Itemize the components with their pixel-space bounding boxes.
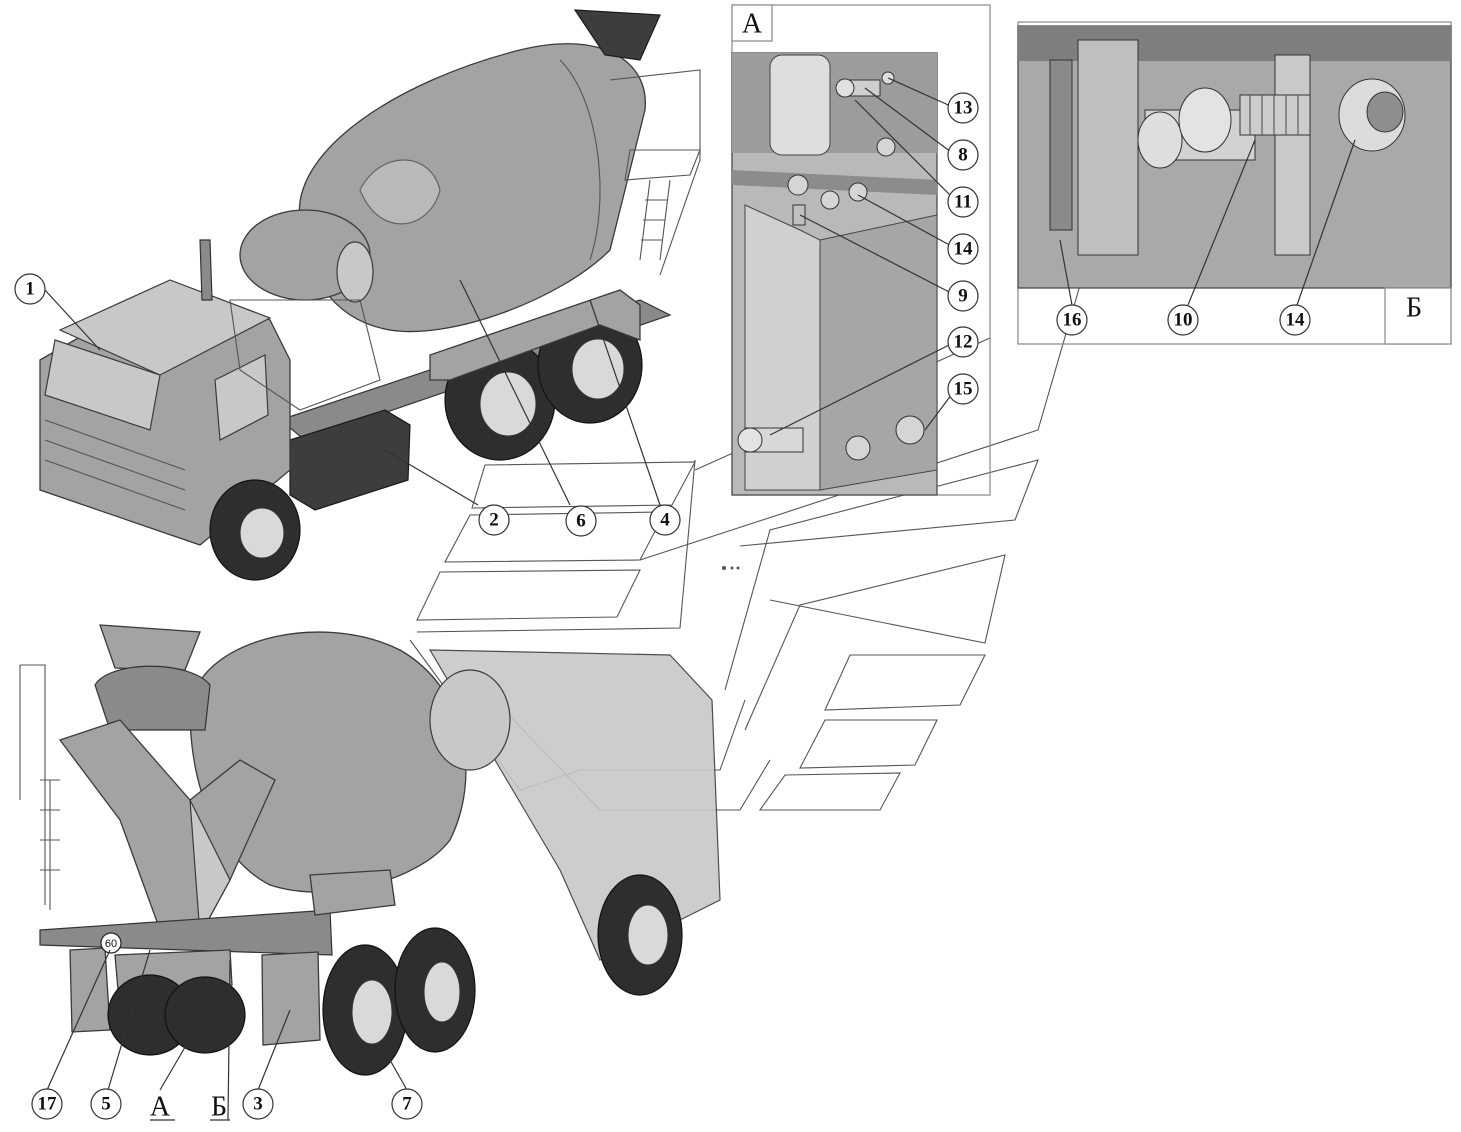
detail-a-letter-box [731, 4, 773, 42]
callout-15: 15 [947, 373, 979, 405]
svg-text:13: 13 [954, 98, 973, 119]
svg-text:5: 5 [101, 1094, 111, 1115]
callout-8: 8 [947, 139, 979, 171]
svg-text:15: 15 [954, 379, 973, 400]
top-mixer-drum [298, 43, 646, 333]
detail-a-letter: А [742, 9, 763, 40]
callout-17: 17 [31, 1088, 63, 1120]
detail-b-bolt-left [1137, 87, 1311, 169]
callout-10: 10 [1167, 304, 1199, 336]
ghost-link-outlines [409, 267, 1086, 811]
svg-text:7: 7 [402, 1094, 412, 1115]
callout-1: 1 [14, 273, 46, 305]
svg-text:3: 3 [253, 1094, 263, 1115]
callout-4: 4 [649, 504, 681, 536]
detail-a-bolt-lower [737, 427, 804, 453]
svg-text:6: 6 [576, 511, 586, 532]
speed-limit-badge [100, 932, 122, 954]
svg-text:8: 8 [958, 145, 968, 166]
bottom-view-letter-b: Б [211, 1092, 227, 1123]
svg-text:14: 14 [954, 239, 974, 260]
bottom-mudflap-left [69, 947, 111, 1033]
top-leader-lines [44, 279, 661, 506]
top-truck-view [39, 9, 701, 581]
svg-text:17: 17 [38, 1094, 58, 1115]
svg-text:1: 1 [25, 279, 35, 300]
bottom-leader-lines [46, 949, 408, 1121]
callout-13: 13 [947, 92, 979, 124]
callout-3: 3 [242, 1088, 274, 1120]
svg-text:11: 11 [954, 192, 972, 213]
top-rear-fender [429, 289, 641, 381]
top-cab-roof [58, 279, 272, 376]
svg-text:2: 2 [489, 510, 499, 531]
bottom-ladder [19, 664, 60, 910]
detail-b-nut-right [1338, 78, 1406, 152]
svg-text:9: 9 [958, 286, 968, 307]
top-loading-hopper [573, 9, 661, 61]
callout-11: 11 [947, 186, 979, 218]
detail-view-a: А [731, 4, 991, 496]
callout-2: 2 [478, 504, 510, 536]
bottom-truck-view: 60 [19, 624, 721, 1076]
svg-text:10: 10 [1174, 310, 1193, 331]
callout-7: 7 [391, 1088, 423, 1120]
callout-5: 5 [90, 1088, 122, 1120]
detail-b-letter: Б [1406, 293, 1422, 324]
svg-text:16: 16 [1063, 310, 1082, 331]
svg-text:14: 14 [1286, 310, 1306, 331]
callout-6: 6 [565, 505, 597, 537]
detail-view-b: Б [1017, 21, 1452, 345]
callout-16: 16 [1056, 304, 1088, 336]
bottom-mudflap-right [261, 951, 321, 1046]
top-cab-windshield [44, 339, 161, 431]
callout-12: 12 [947, 326, 979, 358]
top-fuel-tank [289, 409, 411, 511]
svg-text:12: 12 [954, 332, 973, 353]
callout-14-b: 14 [1279, 304, 1311, 336]
bottom-view-letter-a: А [150, 1092, 171, 1123]
speed-limit-badge-label: 60 [105, 938, 117, 950]
callout-14-a: 14 [947, 233, 979, 265]
svg-text:4: 4 [660, 510, 670, 531]
bottom-loading-hopper [99, 624, 201, 671]
callout-9: 9 [947, 280, 979, 312]
